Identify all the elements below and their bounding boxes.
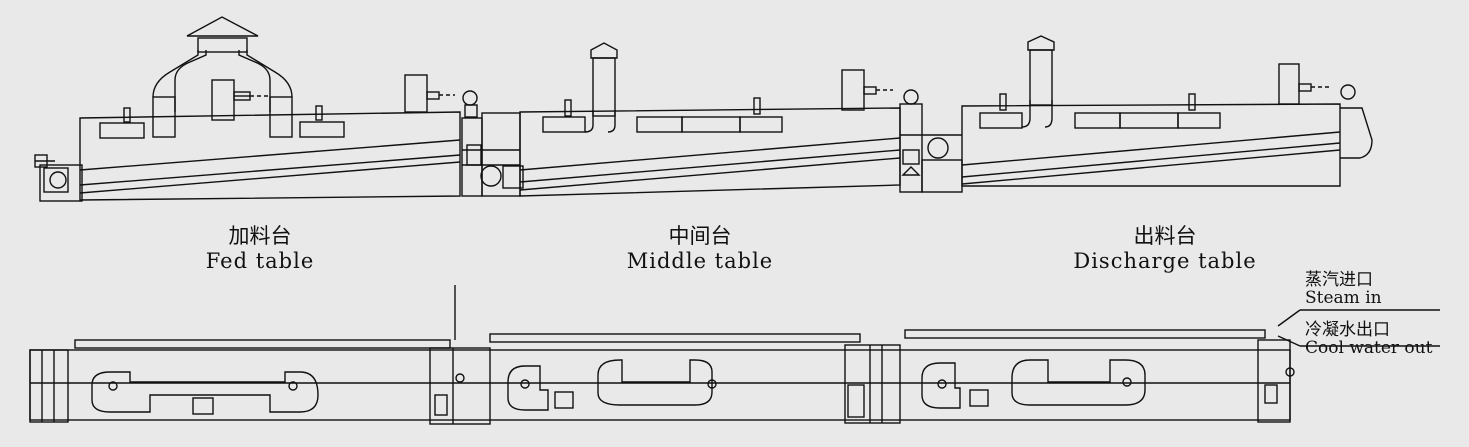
steam-in-label-en: Steam in [1305,287,1382,308]
fed-table-label-zh: 加料台 [228,224,292,248]
cool-water-out-label: 冷凝水出口 Cool water out [1305,320,1433,358]
cool-water-out-label-zh: 冷凝水出口 [1305,320,1390,340]
middle-table-label-zh: 中间台 [668,224,732,248]
junction-1-side [461,90,524,197]
plan-view [29,285,1440,425]
steam-in-label-zh: 蒸汽进口 [1305,270,1373,290]
discharge-table-label: 出料台 Discharge table [1055,226,1275,272]
fed-table-side [34,16,461,202]
steam-in-label: 蒸汽进口 Steam in [1305,270,1382,308]
middle-table-label-en: Middle table [626,249,774,273]
discharge-table-label-zh: 出料台 [1133,224,1197,248]
discharge-table-label-en: Discharge table [1073,249,1257,273]
fed-table-label-en: Fed table [205,249,315,273]
middle-table-side [519,42,901,197]
side-elevation [34,16,1373,202]
middle-table-label: 中间台 Middle table [615,226,785,272]
fed-table-label: 加料台 Fed table [195,226,325,272]
junction-2-side [899,89,963,193]
cool-water-out-label-en: Cool water out [1305,337,1433,358]
discharge-table-side [961,35,1373,187]
